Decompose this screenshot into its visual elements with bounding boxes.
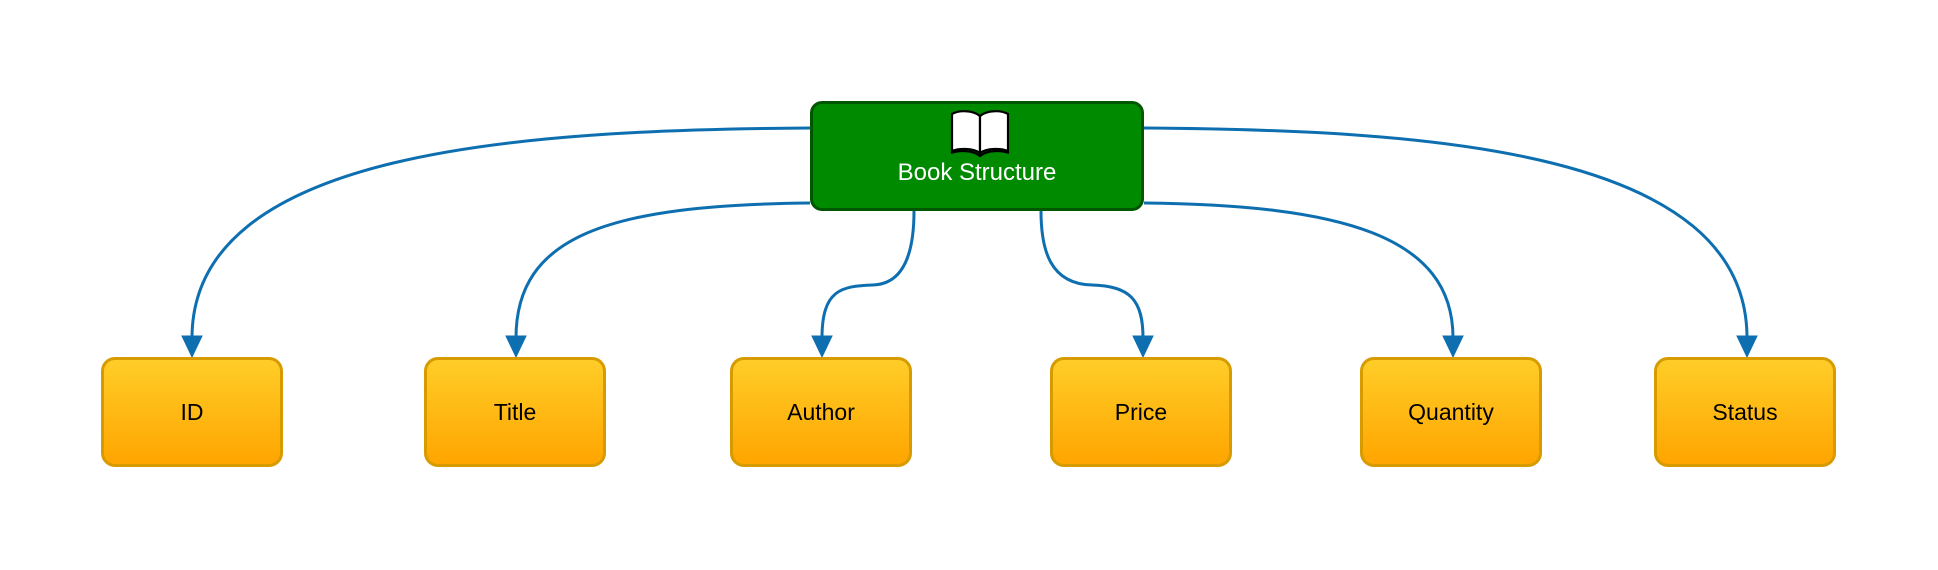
child-node-quantity[interactable]: Quantity	[1360, 357, 1542, 467]
child-node-author[interactable]: Author	[730, 357, 912, 467]
root-node-label: Book Structure	[897, 159, 1057, 186]
child-node-label: Status	[1712, 398, 1778, 425]
edge-to-price	[1039, 210, 1145, 339]
arrowhead-id	[181, 335, 203, 359]
arrowhead-title	[505, 335, 527, 359]
arrowhead-status	[1736, 335, 1758, 359]
child-node-price[interactable]: Price	[1050, 357, 1232, 467]
child-node-status[interactable]: Status	[1654, 357, 1836, 467]
child-node-title[interactable]: Title	[424, 357, 606, 467]
child-node-label: ID	[180, 398, 204, 425]
arrowhead-quantity	[1442, 335, 1464, 359]
edge-to-id	[190, 126, 811, 339]
edge-to-title	[514, 201, 811, 339]
child-node-label: Price	[1114, 398, 1168, 425]
arrowhead-author	[811, 335, 833, 359]
child-node-label: Title	[493, 398, 537, 425]
child-node-label: Author	[787, 398, 855, 425]
root-node-book-structure[interactable]: Book Structure	[810, 101, 1144, 211]
arrowhead-price	[1132, 335, 1154, 359]
edge-to-status	[1143, 126, 1749, 339]
child-node-id[interactable]: ID	[101, 357, 283, 467]
edge-to-quantity	[1143, 201, 1455, 339]
edge-to-author	[820, 210, 916, 339]
child-node-label: Quantity	[1408, 398, 1494, 425]
open-book-icon	[950, 110, 1010, 158]
